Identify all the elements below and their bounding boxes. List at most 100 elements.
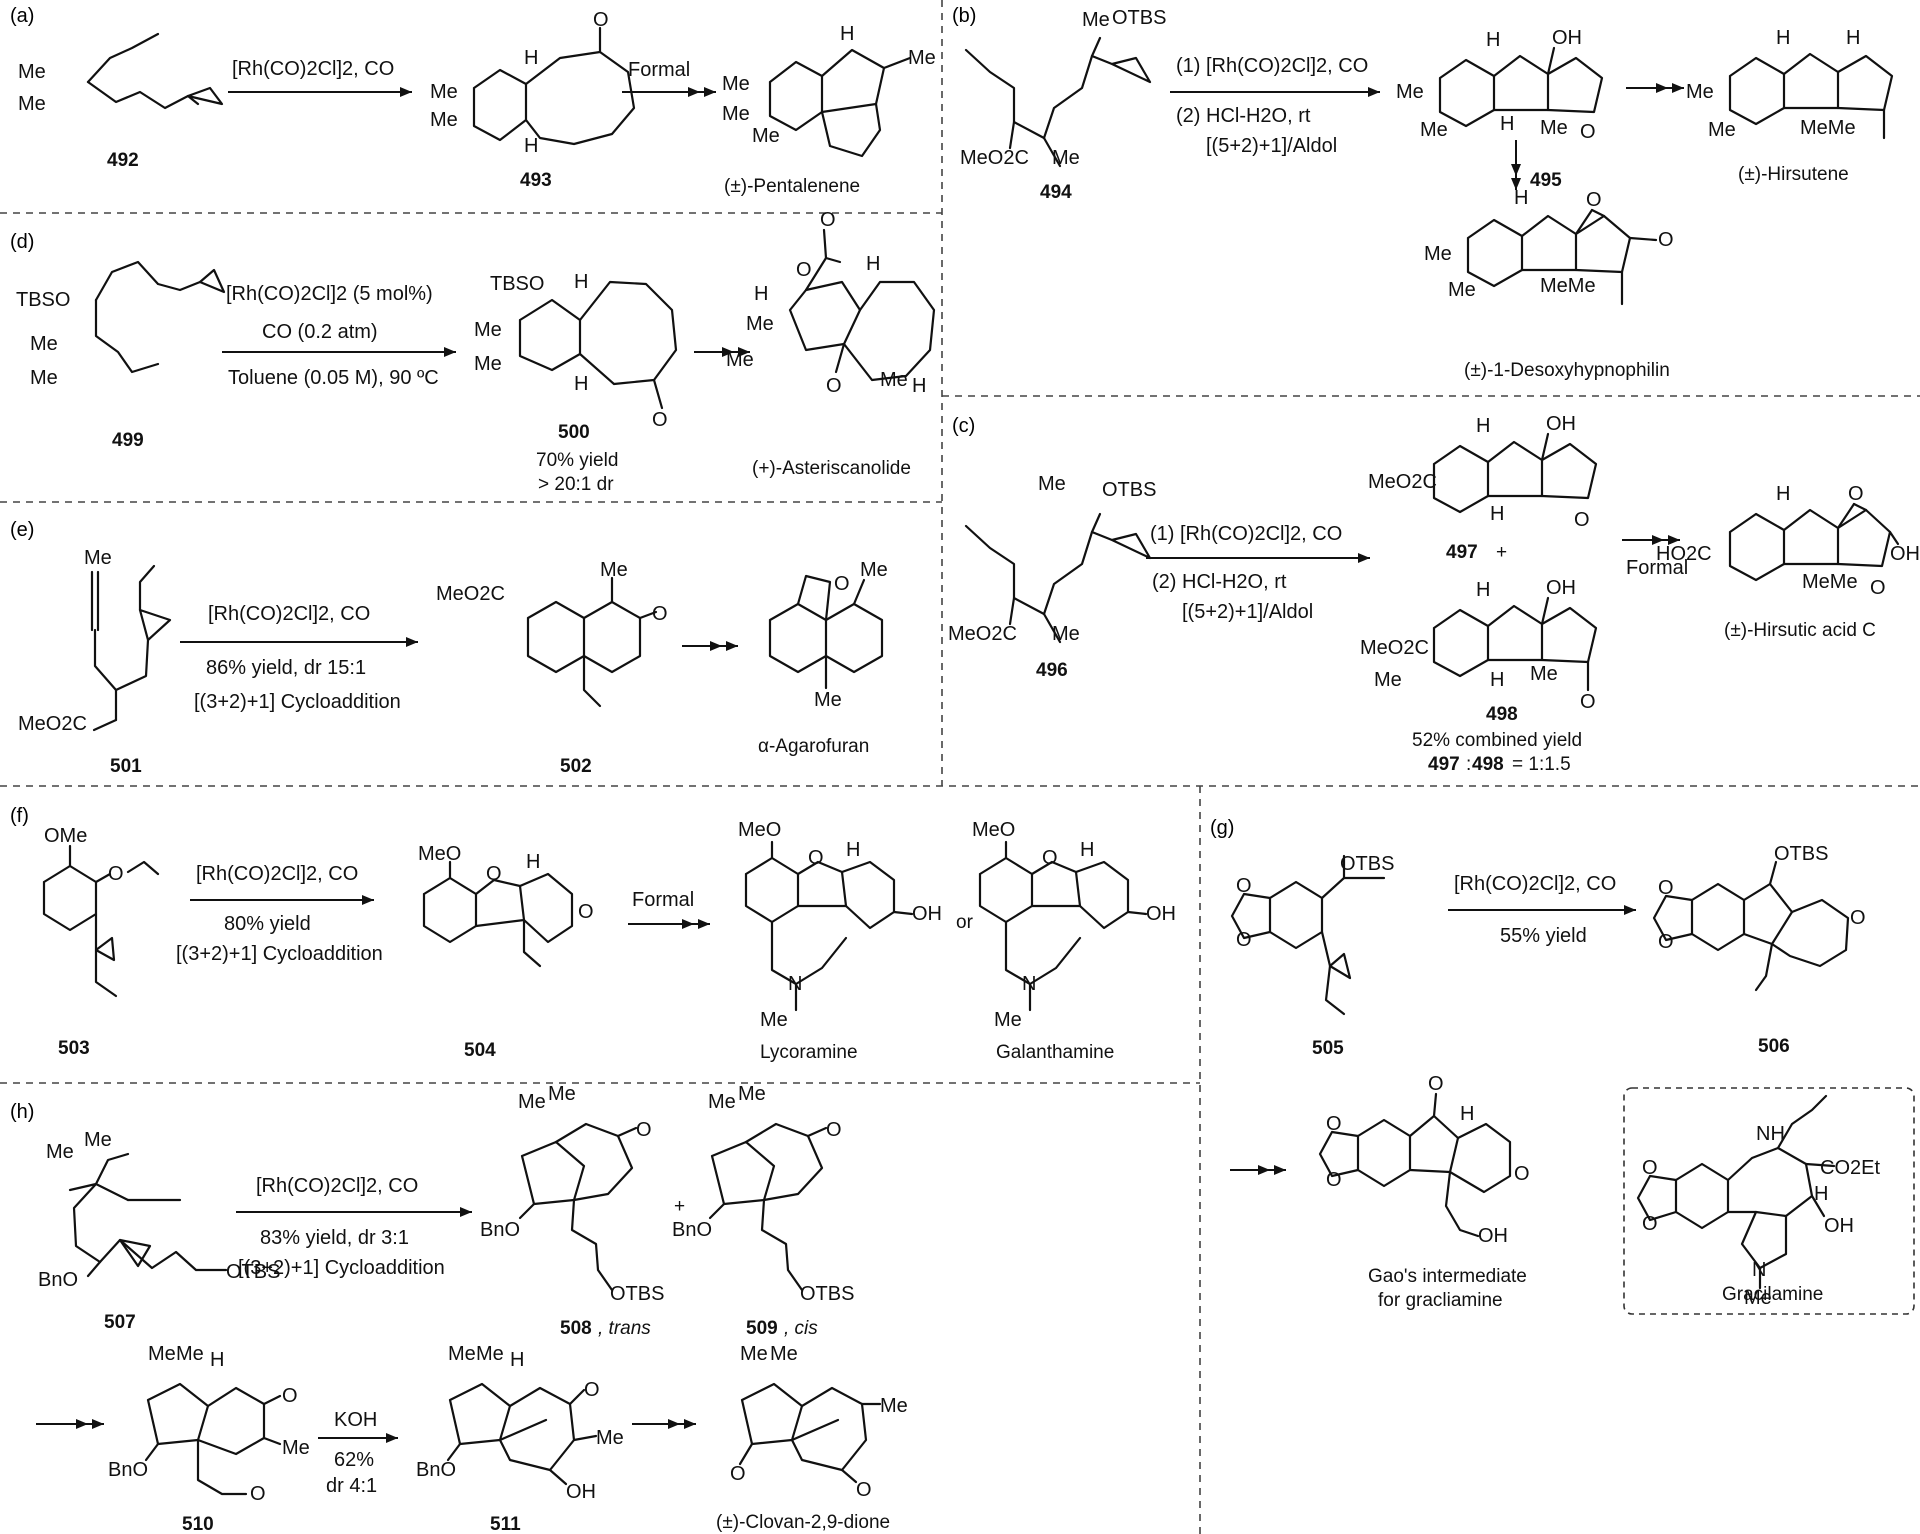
atom-o: O bbox=[1574, 509, 1590, 531]
compound-507-structure: Me Me BnO OTBS bbox=[38, 1129, 280, 1291]
atom-o: O bbox=[730, 1463, 746, 1485]
atom-o: O bbox=[1580, 691, 1596, 713]
plus-h: + bbox=[674, 1196, 685, 1217]
atom-h: H bbox=[912, 375, 926, 397]
gracilamine-structure: O O NH CO2Et H OH N Me bbox=[1636, 1094, 1880, 1309]
atom-o: O bbox=[1236, 929, 1252, 951]
atom-oh: OH bbox=[1546, 413, 1576, 435]
atom-o: O bbox=[826, 375, 842, 397]
atom-me: Me bbox=[282, 1437, 310, 1459]
atom-o: O bbox=[578, 901, 594, 923]
atom-nh: NH bbox=[1756, 1123, 1785, 1145]
atom-me: Me bbox=[746, 313, 774, 335]
ratio-c-sep: : bbox=[1466, 754, 1471, 775]
atom-me: Me bbox=[476, 1343, 504, 1365]
atom-me: Me bbox=[740, 1343, 768, 1365]
compound-508-structure: Me Me O BnO OTBS bbox=[480, 1083, 664, 1305]
atom-me: Me bbox=[1448, 279, 1476, 301]
atom-oh: OH bbox=[1546, 577, 1576, 599]
or-f: or bbox=[956, 912, 974, 933]
compound-label-492: 492 bbox=[107, 150, 139, 171]
compound-511-structure: Me Me H O Me BnO OH bbox=[416, 1343, 624, 1503]
atom-h: H bbox=[1514, 187, 1528, 209]
atom-me: Me bbox=[474, 353, 502, 375]
product-lycoramine: Lycoramine bbox=[760, 1042, 858, 1063]
conditions-c-1: (1) [Rh(CO)2Cl]2, CO bbox=[1150, 523, 1342, 545]
natural-product-gracilamine: Gracilamine bbox=[1722, 1284, 1823, 1305]
koh-label: KOH bbox=[334, 1409, 377, 1431]
atom-me: Me bbox=[860, 559, 888, 581]
atom-o: O bbox=[1642, 1213, 1658, 1235]
step-label-f: Formal bbox=[632, 889, 694, 911]
conditions-e-1: [Rh(CO)2Cl]2, CO bbox=[208, 603, 370, 625]
yield-c: 52% combined yield bbox=[1412, 730, 1582, 751]
atom-o: O bbox=[1850, 907, 1866, 929]
lycoramine-structure: MeO O H OH N Me bbox=[738, 819, 942, 1031]
atom-oh: OH bbox=[566, 1481, 596, 1503]
atom-h: H bbox=[510, 1349, 524, 1371]
atom-h: H bbox=[1490, 669, 1504, 691]
atom-oh: OH bbox=[1478, 1225, 1508, 1247]
atom-ome: OMe bbox=[44, 825, 87, 847]
atom-meo2c: MeO2C bbox=[436, 583, 505, 605]
panel-h-tag: (h) bbox=[10, 1101, 34, 1123]
atom-n: N bbox=[788, 973, 802, 995]
compound-498-structure: OH O H H Me MeO2C Me bbox=[1360, 577, 1598, 713]
conditions-d-3: Toluene (0.05 M), 90 ºC bbox=[228, 367, 439, 389]
compound-500-structure: O TBSO H H Me Me bbox=[474, 271, 678, 431]
atom-o: O bbox=[1586, 189, 1602, 211]
conditions-f-1: [Rh(CO)2Cl]2, CO bbox=[196, 863, 358, 885]
atom-o: O bbox=[1658, 877, 1674, 899]
atom-me: Me bbox=[880, 369, 908, 391]
atom-me: Me bbox=[46, 1141, 74, 1163]
atom-o: O bbox=[1042, 847, 1058, 869]
atom-me: Me bbox=[30, 333, 58, 355]
atom-oh: OH bbox=[912, 903, 942, 925]
atom-otbs: OTBS bbox=[226, 1261, 280, 1283]
atom-o: O bbox=[1642, 1157, 1658, 1179]
compound-label-496: 496 bbox=[1036, 660, 1068, 681]
atom-bno: BnO bbox=[416, 1459, 456, 1481]
panel-g: (g) O O OTBS 505 [Rh(CO)2Cl]2, CO 55% yi… bbox=[1210, 817, 1915, 1315]
atom-me: Me bbox=[148, 1343, 176, 1365]
compound-label-500: 500 bbox=[558, 422, 590, 443]
atom-meo2c: MeO2C bbox=[18, 713, 87, 735]
product-hirsutic-acid: (±)-Hirsutic acid C bbox=[1724, 620, 1876, 641]
atom-me: Me bbox=[1744, 1287, 1772, 1309]
atom-oh: OH bbox=[1890, 543, 1920, 565]
atom-h: H bbox=[524, 47, 538, 69]
ratio-c-val: = 1:1.5 bbox=[1512, 754, 1571, 775]
atom-o: O bbox=[486, 863, 502, 885]
atom-o: O bbox=[808, 847, 824, 869]
panel-a: (a) Me Me 492 [Rh(CO)2Cl]2, CO O H H Me … bbox=[10, 5, 936, 197]
atom-o: O bbox=[826, 1119, 842, 1141]
atom-o: O bbox=[1580, 121, 1596, 143]
atom-n: N bbox=[1752, 1259, 1766, 1281]
cis-label-509: , cis bbox=[784, 1318, 818, 1339]
panel-f-tag: (f) bbox=[10, 805, 29, 827]
atom-me: Me bbox=[1540, 117, 1568, 139]
atom-otbs: OTBS bbox=[610, 1283, 664, 1305]
compound-label-499: 499 bbox=[112, 430, 144, 451]
asteriscanolide-structure: O O O H H Me H Me Me bbox=[726, 209, 936, 397]
atom-me: Me bbox=[814, 689, 842, 711]
compound-label-507: 507 bbox=[104, 1312, 136, 1333]
atom-me: Me bbox=[18, 93, 46, 115]
atom-me: Me bbox=[30, 367, 58, 389]
atom-meo2c: MeO2C bbox=[960, 147, 1029, 169]
gracilamine-box bbox=[1623, 1087, 1915, 1315]
compound-label-502: 502 bbox=[560, 756, 592, 777]
compound-510-structure: Me Me H O Me BnO O bbox=[108, 1343, 310, 1505]
compound-label-506: 506 bbox=[1758, 1036, 1790, 1057]
atom-o: O bbox=[282, 1385, 298, 1407]
atom-h: H bbox=[1476, 415, 1490, 437]
trans-label-508: , trans bbox=[598, 1318, 651, 1339]
dr-500: > 20:1 dr bbox=[538, 474, 614, 495]
atom-oh: OH bbox=[1824, 1215, 1854, 1237]
compound-label-510: 510 bbox=[182, 1514, 214, 1534]
atom-me: Me bbox=[84, 1129, 112, 1151]
atom-me: Me bbox=[880, 1395, 908, 1417]
compound-label-501: 501 bbox=[110, 756, 142, 777]
reagents-a: [Rh(CO)2Cl]2, CO bbox=[232, 58, 394, 80]
